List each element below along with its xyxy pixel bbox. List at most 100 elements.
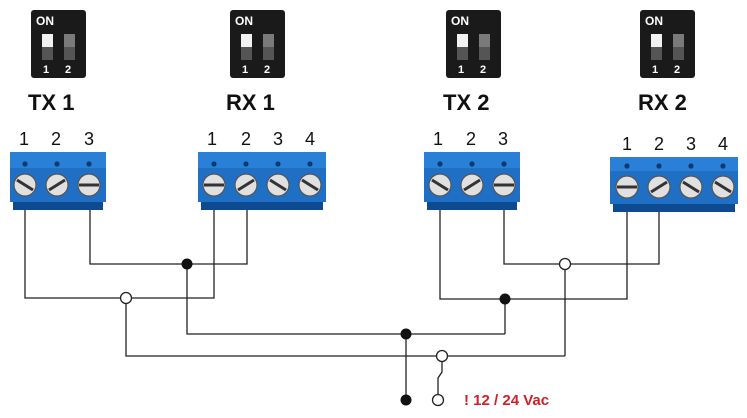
device-label-rx2: RX 2 [638,90,687,115]
dip-lever-2 [479,34,490,47]
screw-icon [460,173,484,197]
terminal-dot [437,161,443,167]
pin-label: 4 [305,129,315,149]
dip-switch-1-label: 1 [43,64,49,76]
terminal-body [427,202,517,210]
terminal-dot [86,161,92,167]
pin-label: 1 [19,129,29,149]
device-label-tx2: TX 2 [443,90,489,115]
dip-lever-1 [457,34,468,47]
terminal-dot [211,161,217,167]
junction-hollow [435,349,449,363]
dip-switch-2-label: 2 [65,64,71,76]
dip-switch-1-label: 1 [242,64,248,76]
terminal-body [10,152,106,168]
screw-icon [77,173,101,197]
screw-icon [711,175,735,199]
screw-icon [45,173,69,197]
terminal-block-rx2 [610,157,738,212]
wire [125,298,565,357]
dip-on-label: ON [645,14,663,28]
dip-switch-body [640,10,695,78]
screw-icon [428,173,452,197]
pin-label: 1 [622,134,632,154]
dip-lever-1 [651,34,662,47]
terminal-dot [688,163,694,169]
pin-label: 3 [273,129,283,149]
pin-label: 2 [51,129,61,149]
dip-lever-1 [42,34,53,47]
terminal-body [613,204,735,212]
dip-lever-1 [241,34,252,47]
terminal-block-rx1 [198,152,326,210]
screw-icon [679,175,703,199]
terminal-dot [54,161,60,167]
power-terminal-dot [400,394,412,406]
wire [503,210,660,265]
power-terminal-hollow [431,393,445,407]
wiring [24,210,660,396]
pin-label: 3 [84,129,94,149]
dip-switch-tx1: ON 1 2 [31,10,86,78]
pin-label: 3 [498,129,508,149]
dip-switch-1-label: 1 [458,64,464,76]
pin-label: 4 [718,134,728,154]
pin-label: 2 [654,134,664,154]
terminal-dot [243,161,249,167]
junction-dot [400,328,412,340]
pin-label: 1 [433,129,443,149]
pin-label: 3 [686,134,696,154]
junction-dot [181,258,193,270]
terminal-dot [469,161,475,167]
terminal-body [201,202,323,210]
dip-switch-2-label: 2 [480,64,486,76]
dip-on-label: ON [36,14,54,28]
device-label-tx1: TX 1 [28,90,74,115]
dip-switch-rx2: ON 1 2 [640,10,695,78]
wire [437,356,443,396]
device-label-rx1: RX 1 [226,90,275,115]
dip-on-label: ON [451,14,469,28]
dip-switch-1-label: 1 [652,64,658,76]
screw-icon [615,175,639,199]
dip-lever-2 [673,34,684,47]
junction-dot [499,293,511,305]
wire [186,264,505,335]
screw-icon [234,173,258,197]
wire [439,210,628,300]
power-supply-label: ! 12 / 24 Vac [464,392,549,409]
terminal-dot [656,163,662,169]
wire [89,210,248,265]
terminal-dot [307,161,313,167]
dip-switch-body [230,10,285,78]
dip-switch-body [446,10,501,78]
dip-on-label: ON [235,14,253,28]
dip-lever-2 [263,34,274,47]
dip-switch-2-label: 2 [674,64,680,76]
pin-label: 2 [466,129,476,149]
dip-switch-rx1: ON 1 2 [230,10,285,78]
junction-hollow [558,257,572,271]
pin-label: 1 [207,129,217,149]
screw-icon [13,173,37,197]
dip-switch-2-label: 2 [264,64,270,76]
screw-icon [266,173,290,197]
screw-icon [298,173,322,197]
wire [24,210,215,299]
terminal-body [13,202,103,210]
terminal-block-tx1 [10,152,106,210]
dip-lever-2 [64,34,75,47]
pin-label: 2 [241,129,251,149]
screw-icon [492,173,516,197]
terminal-body [610,157,738,171]
terminal-dot [275,161,281,167]
screw-icon [202,173,226,197]
terminal-dot [624,163,630,169]
terminal-dot [22,161,28,167]
junction-hollow [119,291,133,305]
terminal-body [424,152,520,168]
terminal-dot [720,163,726,169]
terminal-body [198,152,326,168]
terminal-dot [501,161,507,167]
